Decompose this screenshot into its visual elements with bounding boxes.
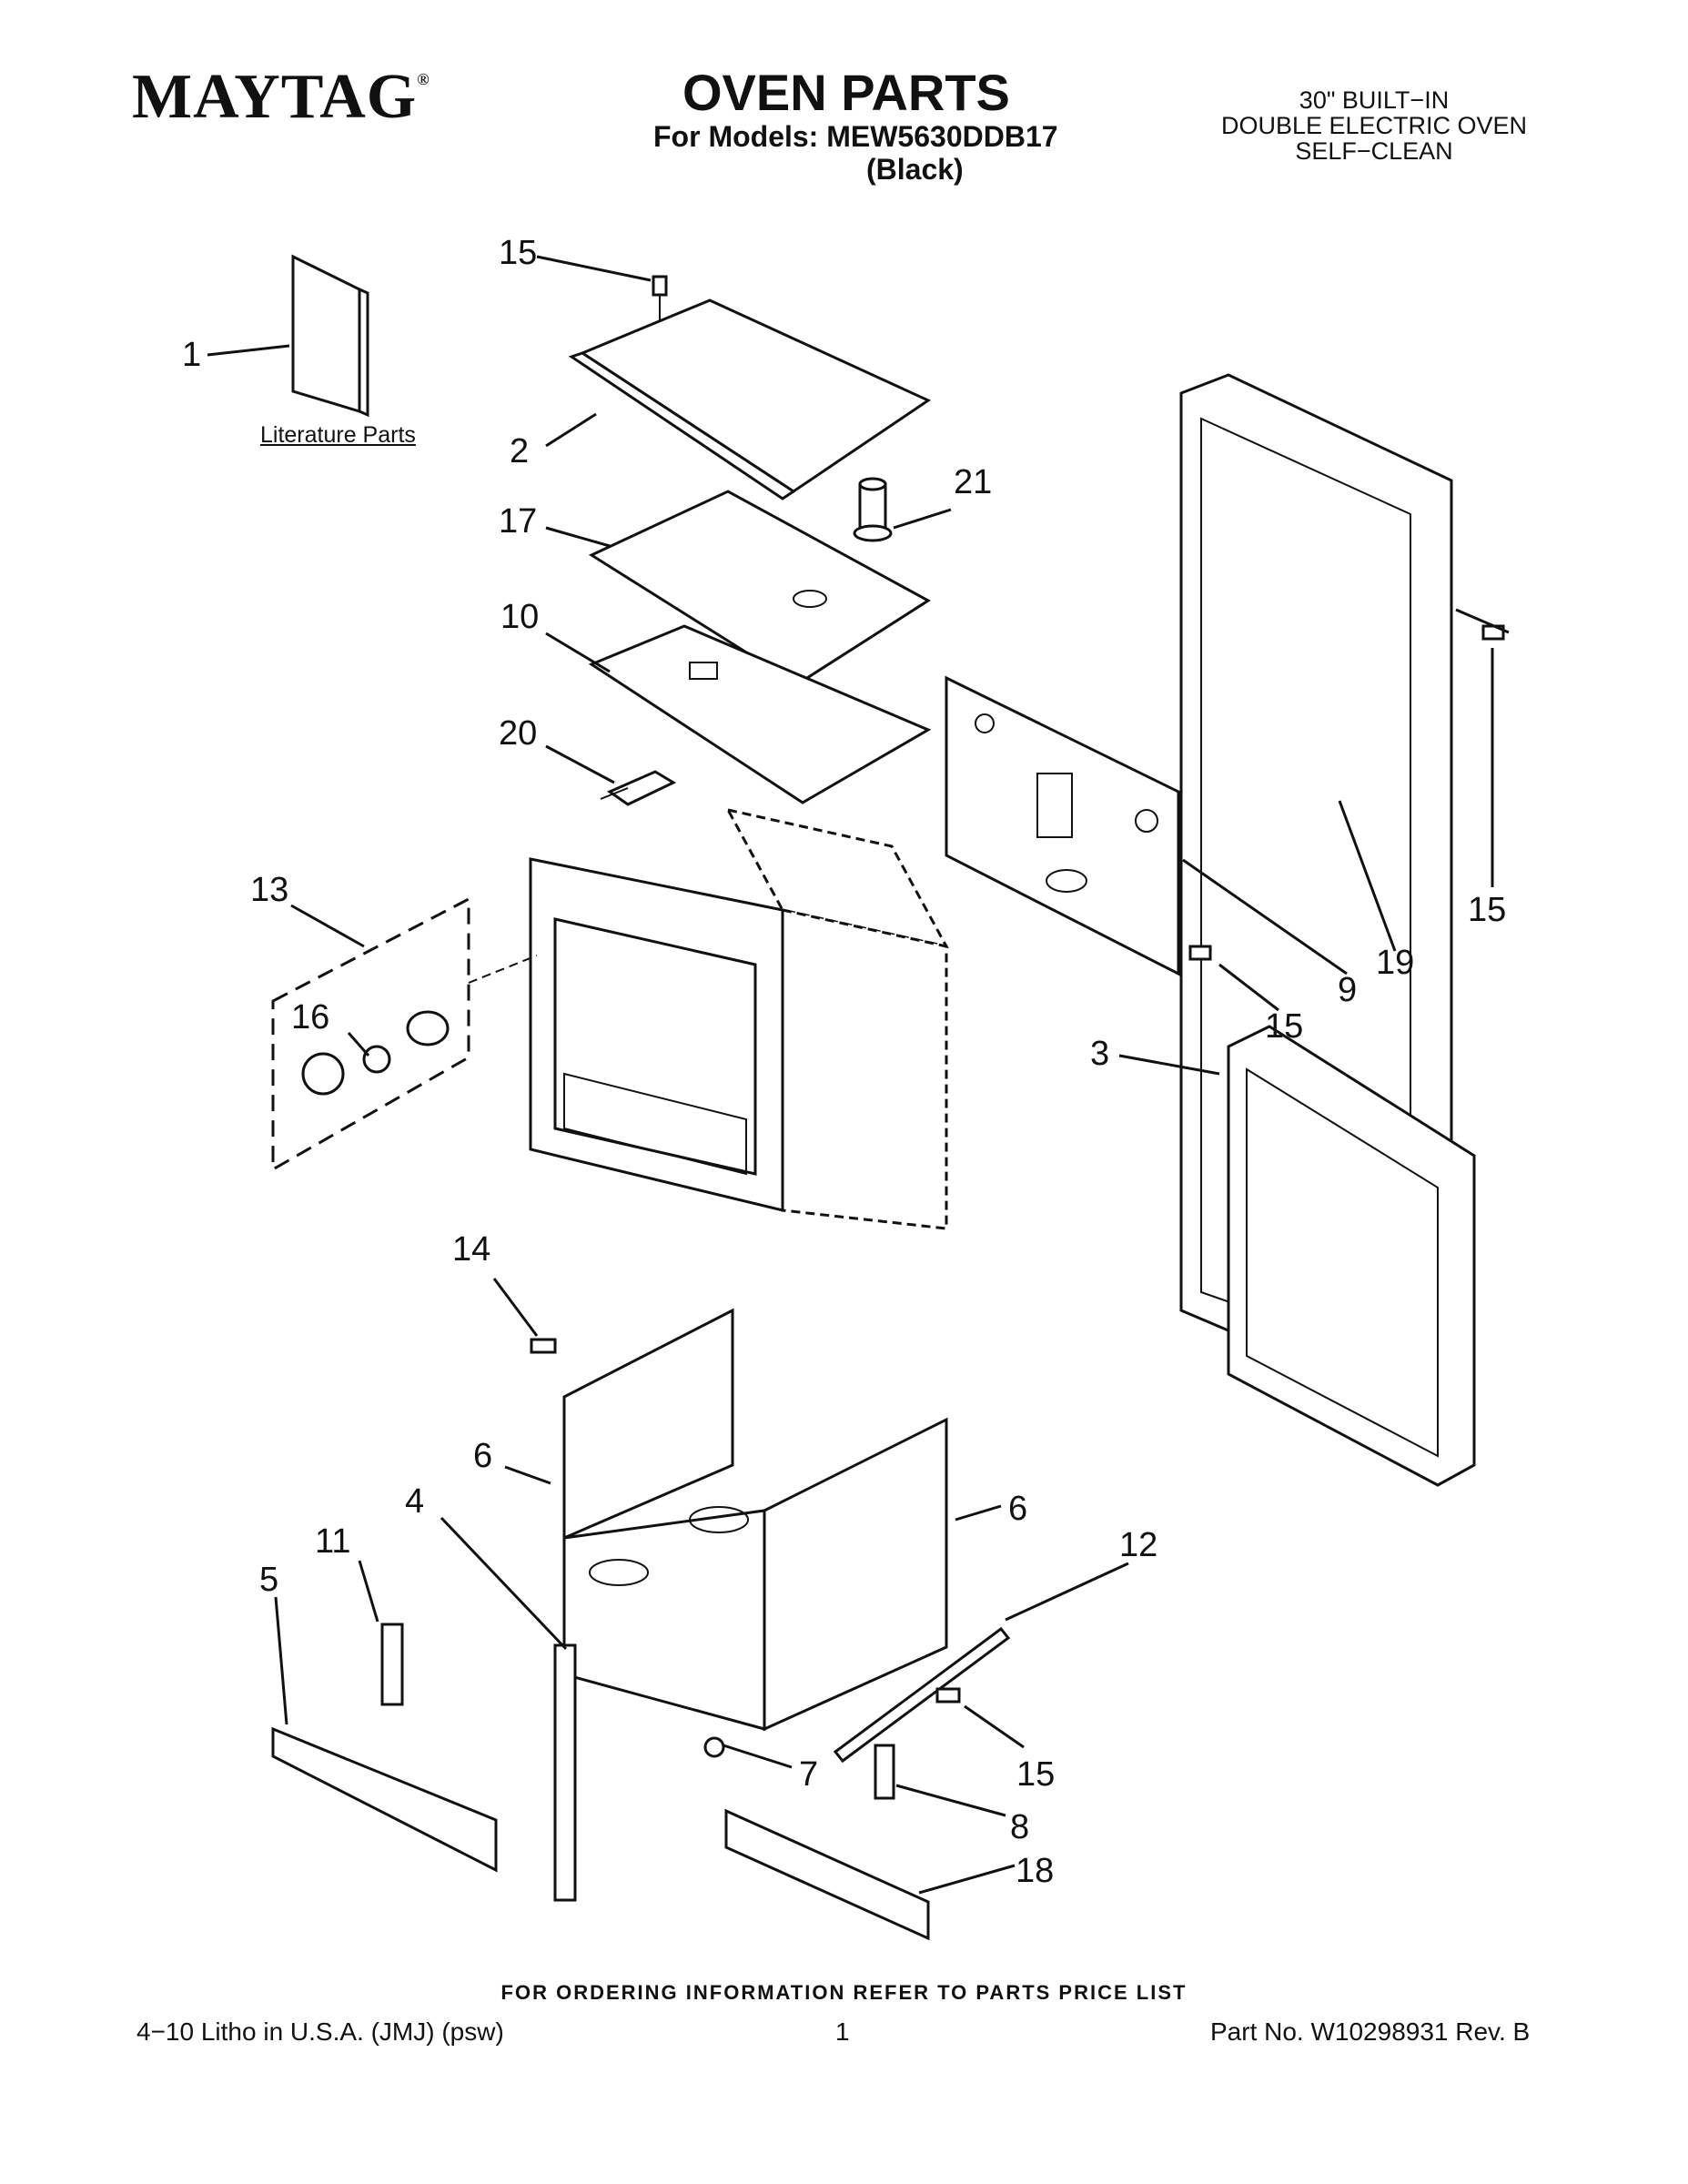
callout-17: 17 [499,502,537,541]
callout-1: 1 [182,336,201,374]
callout-18: 18 [1016,1852,1054,1890]
callout-15c: 15 [1265,1007,1303,1046]
description-line-2: DOUBLE ELECTRIC OVEN [1220,112,1528,139]
callout-3: 3 [1090,1035,1109,1073]
rail-18 [724,1808,930,1941]
callout-2: 2 [510,432,529,470]
callout-19: 19 [1376,944,1414,982]
callout-14: 14 [452,1230,490,1269]
brand-registered-mark: ® [417,70,430,88]
screw-15-rear [1188,945,1212,961]
callout-15a: 15 [499,234,537,272]
screw-15-bottom [935,1687,961,1704]
rail-4 [553,1643,577,1902]
callout-5: 5 [259,1561,278,1599]
models-line: For Models: MEW5630DDB17 [653,120,1058,153]
callout-20: 20 [499,714,537,753]
page-title: OVEN PARTS [682,64,1010,121]
callout-16: 16 [291,998,329,1036]
brand-name: MAYTAG [132,62,418,132]
callout-11: 11 [315,1522,350,1561]
page-number: 1 [835,2017,850,2046]
callout-6a: 6 [473,1437,492,1475]
callout-12: 12 [1119,1526,1157,1564]
callout-15d: 15 [1016,1755,1055,1794]
bottom-shroud [562,1308,948,1732]
callout-6b: 6 [1008,1490,1027,1528]
description-line-3: SELF−CLEAN [1295,137,1453,165]
ordering-note: FOR ORDERING INFORMATION REFER TO PARTS … [500,1981,1188,2004]
vent-tube [853,477,893,542]
top-panel [568,298,932,500]
thermostat [600,770,677,806]
screw-14 [530,1338,557,1354]
callout-7: 7 [799,1755,818,1794]
callout-10: 10 [500,598,539,636]
bracket-8 [874,1744,895,1800]
callout-4: 4 [405,1482,424,1521]
rail-5 [271,1726,498,1873]
callout-9: 9 [1338,971,1357,1009]
rear-panel [945,675,1180,976]
literature-booklet [291,254,369,418]
insulation-panel [588,490,931,686]
insulation-sheet [588,624,932,804]
callout-8: 8 [1010,1808,1029,1846]
callout-21: 21 [954,463,992,501]
product-description: 30" BUILT−IN DOUBLE ELECTRIC OVEN SELF−C… [1210,87,1538,164]
bracket-11 [380,1623,404,1706]
color-line: (Black) [866,153,964,186]
light-assembly [271,896,538,1172]
callout-labels: 1 2 3 4 5 6 6 7 8 9 10 11 12 13 14 15 15… [182,234,1506,1890]
callout-13: 13 [250,871,288,909]
litho-info: 4−10 Litho in U.S.A. (JMJ) (psw) [136,2017,504,2046]
part-number: Part No. W10298931 Rev. B [1210,2017,1531,2046]
callout-15b: 15 [1468,891,1506,929]
rail-12 [833,1626,1011,1764]
oven-cavity [529,807,949,1230]
literature-parts-label: Literature Parts [260,422,416,448]
description-line-1: 30" BUILT−IN [1299,86,1450,114]
brand-logo: MAYTAG® [132,66,430,129]
side-panel [1227,1025,1476,1487]
leader-lines [207,255,1510,1895]
grommet-7 [703,1736,725,1758]
